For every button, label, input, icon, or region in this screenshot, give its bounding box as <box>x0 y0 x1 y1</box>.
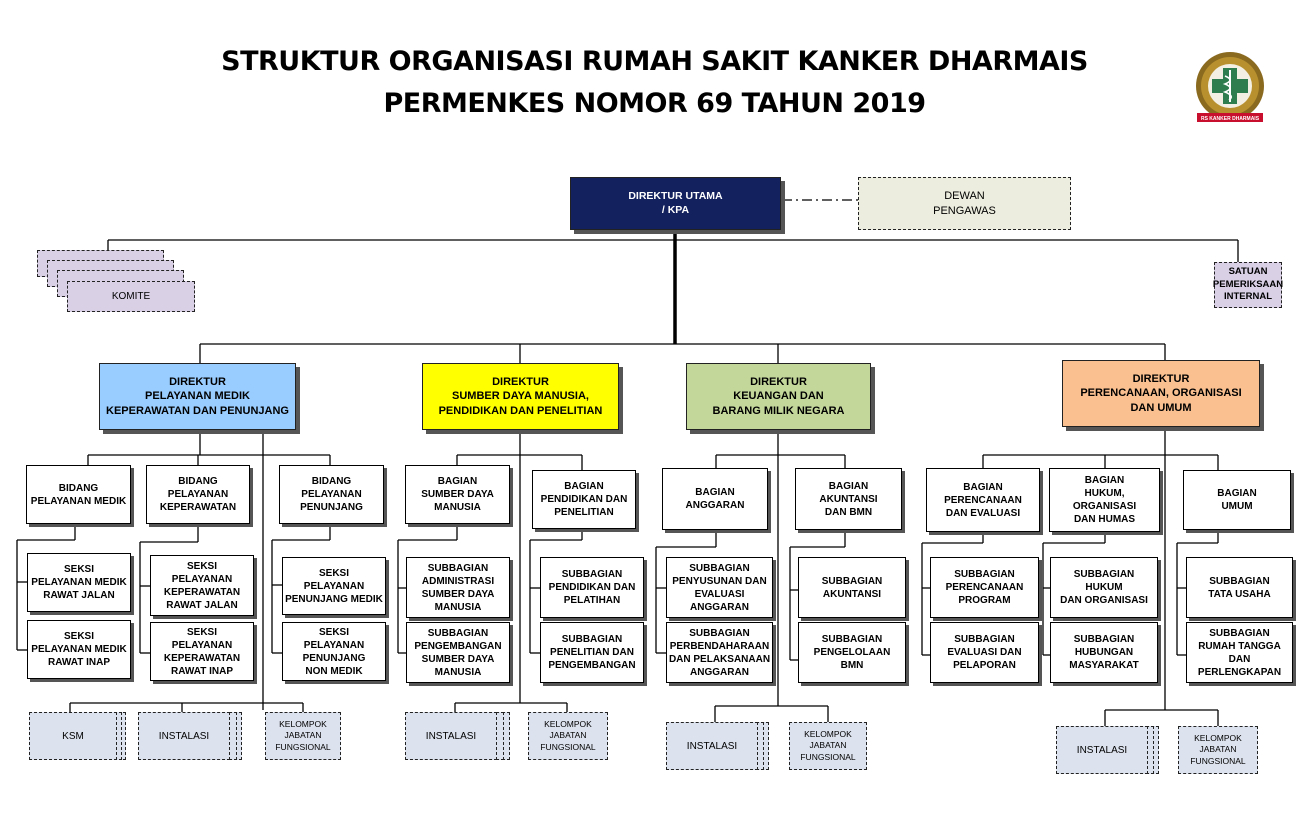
dewan-pengawas-box: DEWAN PENGAWAS <box>858 177 1071 230</box>
ksm-box: KSM <box>29 712 117 760</box>
satuan-pemeriksaan-internal-box: SATUAN PEMERIKSAAN INTERNAL <box>1213 262 1283 308</box>
bagian-perencanaan-evaluasi-box: BAGIAN PERENCANAAN DAN EVALUASI <box>926 468 1040 532</box>
bagian-pendidikan-penelitian-box: BAGIAN PENDIDIKAN DAN PENELITIAN <box>532 470 636 529</box>
seksi-pelayanan-medik-rawat-inap-box: SEKSI PELAYANAN MEDIK RAWAT INAP <box>27 620 131 679</box>
subbagian-perencanaan-program-box: SUBBAGIAN PERENCANAAN PROGRAM <box>930 557 1039 618</box>
subbagian-hubungan-masyarakat-box: SUBBAGIAN HUBUNGAN MASYARAKAT <box>1050 622 1158 683</box>
direktur-pelayanan-medik-box: DIREKTUR PELAYANAN MEDIK KEPERAWATAN DAN… <box>99 363 296 430</box>
bagian-anggaran-box: BAGIAN ANGGARAN <box>662 468 768 530</box>
subbagian-tata-usaha-box: SUBBAGIAN TATA USAHA <box>1186 557 1293 618</box>
seksi-keperawatan-rawat-inap-box: SEKSI PELAYANAN KEPERAWATAN RAWAT INAP <box>150 622 254 681</box>
subbagian-pengelolaan-bmn-box: SUBBAGIAN PENGELOLAAN BMN <box>798 622 906 683</box>
chart-title-line-2: PERMENKES NOMOR 69 TAHUN 2019 <box>383 88 926 119</box>
chart-title-line-1: STRUKTUR ORGANISASI RUMAH SAKIT KANKER D… <box>221 46 1088 77</box>
instalasi-sdm-box: INSTALASI <box>405 712 497 760</box>
subbagian-penyusunan-evaluasi-anggaran-box: SUBBAGIAN PENYUSUNAN DAN EVALUASI ANGGAR… <box>666 557 773 618</box>
direktur-sdm-box: DIREKTUR SUMBER DAYA MANUSIA, PENDIDIKAN… <box>422 363 619 430</box>
kelompok-jabatan-fungsional-perencanaan-box: KELOMPOK JABATAN FUNGSIONAL <box>1178 726 1258 774</box>
seksi-pelayanan-medik-rawat-jalan-box: SEKSI PELAYANAN MEDIK RAWAT JALAN <box>27 553 131 612</box>
direktur-utama-box: DIREKTUR UTAMA / KPA <box>570 177 781 230</box>
bidang-pelayanan-medik-box: BIDANG PELAYANAN MEDIK <box>26 465 131 524</box>
seksi-penunjang-non-medik-box: SEKSI PELAYANAN PENUNJANG NON MEDIK <box>282 622 386 681</box>
bidang-pelayanan-penunjang-box: BIDANG PELAYANAN PENUNJANG <box>279 465 384 524</box>
instalasi-keuangan-box: INSTALASI <box>666 722 758 770</box>
seksi-penunjang-medik-box: SEKSI PELAYANAN PENUNJANG MEDIK <box>282 557 386 615</box>
subbagian-akuntansi-box: SUBBAGIAN AKUNTANSI <box>798 557 906 618</box>
subbagian-penelitian-pengembangan-box: SUBBAGIAN PENELITIAN DAN PENGEMBANGAN <box>540 622 644 683</box>
bagian-sdm-box: BAGIAN SUMBER DAYA MANUSIA <box>405 465 510 524</box>
subbagian-pengembangan-sdm-box: SUBBAGIAN PENGEMBANGAN SUMBER DAYA MANUS… <box>406 622 510 683</box>
kelompok-jabatan-fungsional-sdm-box: KELOMPOK JABATAN FUNGSIONAL <box>528 712 608 760</box>
bagian-hukum-organisasi-humas-box: BAGIAN HUKUM, ORGANISASI DAN HUMAS <box>1049 468 1160 532</box>
direktur-keuangan-box: DIREKTUR KEUANGAN DAN BARANG MILIK NEGAR… <box>686 363 871 430</box>
direktur-perencanaan-box: DIREKTUR PERENCANAAN, ORGANISASI DAN UMU… <box>1062 360 1260 427</box>
instalasi-medik-box: INSTALASI <box>138 712 230 760</box>
subbagian-evaluasi-pelaporan-box: SUBBAGIAN EVALUASI DAN PELAPORAN <box>930 622 1039 683</box>
seksi-keperawatan-rawat-jalan-box: SEKSI PELAYANAN KEPERAWATAN RAWAT JALAN <box>150 555 254 616</box>
kelompok-jabatan-fungsional-keuangan-box: KELOMPOK JABATAN FUNGSIONAL <box>789 722 867 770</box>
subbagian-administrasi-sdm-box: SUBBAGIAN ADMINISTRASI SUMBER DAYA MANUS… <box>406 557 510 618</box>
subbagian-perbendaharaan-box: SUBBAGIAN PERBENDAHARAAN DAN PELAKSANAAN… <box>666 622 773 683</box>
subbagian-rumah-tangga-box: SUBBAGIAN RUMAH TANGGA DAN PERLENGKAPAN <box>1186 622 1293 683</box>
hospital-emblem-icon: RS KANKER DHARMAIS <box>1196 52 1264 122</box>
logo-text: RS KANKER DHARMAIS <box>1201 116 1260 122</box>
instalasi-perencanaan-box: INSTALASI <box>1056 726 1148 774</box>
subbagian-pendidikan-pelatihan-box: SUBBAGIAN PENDIDIKAN DAN PELATIHAN <box>540 557 644 618</box>
bidang-pelayanan-keperawatan-box: BIDANG PELAYANAN KEPERAWATAN <box>146 465 250 524</box>
bagian-akuntansi-bmn-box: BAGIAN AKUNTANSI DAN BMN <box>795 468 902 530</box>
subbagian-hukum-organisasi-box: SUBBAGIAN HUKUM DAN ORGANISASI <box>1050 557 1158 618</box>
komite-box: KOMITE <box>67 281 195 312</box>
kelompok-jabatan-fungsional-medik-box: KELOMPOK JABATAN FUNGSIONAL <box>265 712 341 760</box>
bagian-umum-box: BAGIAN UMUM <box>1183 470 1291 530</box>
